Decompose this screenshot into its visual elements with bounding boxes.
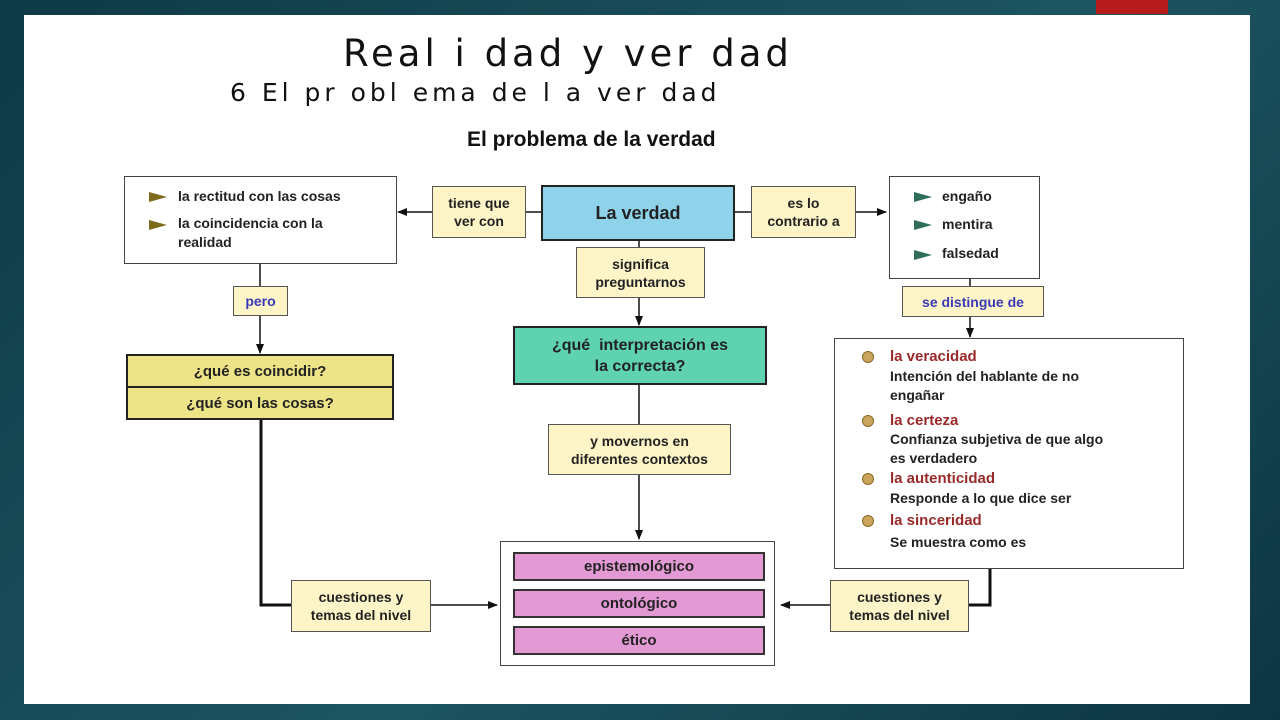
question-que-es-coincidir: ¿qué es coincidir? (126, 354, 394, 388)
connector-significa-preguntarnos: significa preguntarnos (576, 247, 705, 298)
bullet-dot-icon (862, 415, 874, 427)
term-veracidad-desc-2: engañar (890, 387, 945, 403)
interpretation-line-1: ¿qué interpretación es (551, 336, 729, 354)
bullet-dot-icon (862, 515, 874, 527)
connector-line-1: cuestiones y (318, 589, 404, 605)
center-box-label: La verdad (595, 202, 681, 223)
connector-pero: pero (233, 286, 288, 316)
triangle-bullet-icon (914, 192, 932, 202)
term-autenticidad: la autenticidad (890, 470, 996, 487)
connector-es-lo-contrario-a: es lo contrario a (751, 186, 856, 238)
term-sinceridad-desc-1: Se muestra como es (890, 534, 1027, 550)
triangle-bullet-icon (914, 220, 932, 230)
term-veracidad-desc-1: Intención del hablante de no (890, 368, 1080, 384)
term-sinceridad: la sinceridad (890, 512, 982, 529)
connector-line-2: ver con (454, 213, 504, 229)
level-etico: ético (513, 626, 765, 655)
right-box-item-mentira: mentira (942, 216, 993, 232)
connector-line-2: contrario a (767, 213, 840, 229)
connector-line-1: cuestiones y (857, 589, 942, 605)
triangle-bullet-icon (149, 192, 167, 202)
connector-y-movernos: y movernos en diferentes contextos (548, 424, 731, 475)
connector-cuestiones-left: cuestiones y temas del nivel (291, 580, 431, 632)
connector-line-1: significa (612, 255, 669, 272)
connector-line-1: tiene que (448, 195, 510, 211)
term-certeza-desc-2: es verdadero (890, 450, 978, 466)
connector-cuestiones-right: cuestiones y temas del nivel (830, 580, 969, 632)
connector-line-2: diferentes contextos (571, 450, 708, 467)
connector-line-2: temas del nivel (849, 607, 950, 623)
connector-line-1: es lo (787, 195, 820, 211)
term-certeza-desc-1: Confianza subjetiva de que algo (890, 431, 1104, 447)
interpretation-line-2: la correcta? (594, 357, 686, 375)
slide-subtitle: 6 El pr obl ema de l a ver dad (230, 78, 721, 107)
bullet-dot-icon (862, 473, 874, 485)
triangle-bullet-icon (149, 220, 167, 230)
distinctions-box (834, 338, 1184, 569)
slide-title: Real i dad y ver dad (343, 32, 793, 75)
bullet-dot-icon (862, 351, 874, 363)
corner-accent-bar (1096, 0, 1168, 14)
connector-line-1: y movernos en (590, 432, 689, 449)
term-certeza: la certeza (890, 412, 959, 429)
term-veracidad: la veracidad (890, 348, 977, 365)
connector-se-distingue-de: se distingue de (902, 286, 1044, 317)
question-que-son-las-cosas: ¿qué son las cosas? (126, 386, 394, 420)
connector-line-2: temas del nivel (310, 607, 412, 623)
interpretation-box: ¿qué interpretación es la correcta? (513, 326, 767, 385)
term-autenticidad-desc-1: Responde a lo que dice ser (890, 490, 1072, 506)
connector-tiene-que-ver-con: tiene que ver con (432, 186, 526, 238)
level-epistemologico: epistemológico (513, 552, 765, 581)
right-box-item-falsedad: falsedad (942, 245, 999, 261)
center-box-la-verdad: La verdad (541, 185, 735, 241)
triangle-bullet-icon (914, 250, 932, 260)
left-box-item-2-line-1: la coincidencia con la (178, 215, 323, 231)
right-box-item-engano: engaño (942, 188, 992, 204)
left-box-coincidence (124, 176, 397, 264)
left-box-item-1: la rectitud con las cosas (178, 188, 341, 204)
diagram-title: El problema de la verdad (467, 128, 716, 151)
connector-line-2: preguntarnos (595, 273, 686, 290)
left-box-item-2-line-2: realidad (178, 234, 232, 250)
level-ontologico: ontológico (513, 589, 765, 618)
